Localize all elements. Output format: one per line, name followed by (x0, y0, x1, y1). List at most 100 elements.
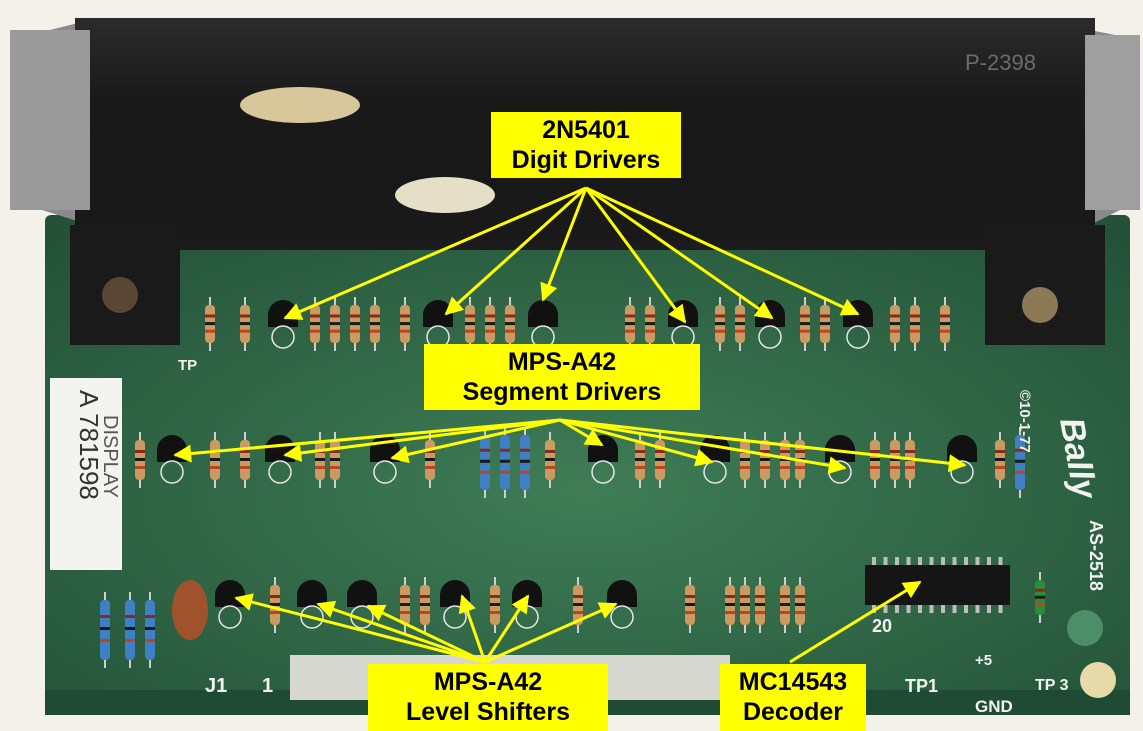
silk-pin20: 20 (872, 616, 892, 636)
resistor-band (870, 458, 880, 461)
resistor-band (485, 329, 495, 333)
resistor-band (625, 322, 635, 326)
resistor-band (910, 329, 920, 333)
resistor-band (240, 322, 250, 326)
resistor-band (910, 314, 920, 318)
resistor-band (480, 459, 490, 463)
resistor-band (465, 329, 475, 333)
resistor-band (205, 314, 215, 318)
ic-pin (952, 557, 957, 565)
resistor-band (740, 611, 750, 614)
resistor-band (795, 611, 805, 614)
callout-level-role: Level Shifters (406, 698, 570, 726)
resistor-band (780, 450, 790, 453)
resistor-band (425, 466, 435, 469)
silk-tp1: TP1 (905, 676, 938, 696)
ic-pin (987, 557, 991, 565)
resistor-band (995, 466, 1005, 469)
ic-pin (929, 557, 934, 565)
resistor-band (820, 329, 830, 333)
annotation-arrow (173, 418, 561, 463)
resistor-band (330, 458, 340, 461)
annotation-arrows (173, 186, 967, 664)
annotation-arrow (789, 580, 922, 664)
component-layer (100, 297, 1045, 668)
annotation-arrow (366, 604, 486, 664)
resistor-band (735, 322, 745, 326)
resistor-band (780, 595, 790, 598)
resistor-band (740, 466, 750, 469)
resistor-band (645, 322, 655, 326)
transistor (347, 580, 377, 607)
resistor-band (760, 450, 770, 453)
resistor-band (1015, 448, 1025, 452)
resistor-band (573, 595, 583, 598)
silk-j1: J1 (205, 675, 227, 697)
ic-pin (964, 605, 968, 613)
resistor-band (715, 322, 725, 326)
resistor-band (890, 458, 900, 461)
resistor-band (870, 466, 880, 469)
resistor-band (145, 615, 155, 618)
ic-pin (964, 557, 968, 565)
ic-pin (918, 557, 922, 565)
display-tube (10, 18, 1140, 345)
resistor-band (270, 611, 280, 614)
annotation-arrow (484, 602, 618, 664)
resistor-band (940, 329, 950, 333)
resistor-band (505, 322, 515, 326)
annotation-arrow (584, 187, 687, 324)
capacitor (172, 580, 208, 640)
decoder-ic (865, 557, 1010, 613)
resistor-band (400, 329, 410, 333)
resistor-band (145, 639, 155, 642)
resistor-band (330, 450, 340, 453)
resistor-band (780, 458, 790, 461)
annotation-arrow (559, 418, 967, 473)
resistor-band (330, 322, 340, 326)
resistor-band (870, 450, 880, 453)
resistor-band (995, 450, 1005, 453)
silk-pin1: 1 (262, 675, 273, 697)
ic-pin (906, 605, 911, 613)
annotation-arrow (559, 418, 847, 475)
resistor-band (1035, 602, 1045, 606)
resistor-band (940, 314, 950, 318)
resistor-band (725, 611, 735, 614)
resistor-band (890, 314, 900, 318)
resistor-band (135, 458, 145, 461)
resistor-band (500, 459, 510, 463)
transistor-outline (703, 460, 727, 484)
resistor-band (800, 322, 810, 326)
callout-digit-drivers: 2N5401 Digit Drivers (491, 112, 681, 178)
resistor-band (240, 450, 250, 453)
resistor-band (240, 458, 250, 461)
resistor-band (520, 470, 530, 474)
resistor-band (330, 466, 340, 469)
annotation-arrow (559, 418, 714, 467)
resistor-band (573, 603, 583, 606)
resistor-band (890, 329, 900, 333)
annotation-arrow (585, 186, 860, 316)
ic-pin (872, 557, 876, 565)
resistor-band (205, 329, 215, 333)
annotation-arrow (585, 186, 774, 320)
resistor-band (800, 314, 810, 318)
resistor-band (210, 458, 220, 461)
resistor-band (735, 329, 745, 333)
resistor-band (370, 322, 380, 326)
resistor-band (940, 322, 950, 326)
ic-pin (895, 605, 899, 613)
ic-pin (895, 557, 899, 565)
resistor-band (125, 627, 135, 630)
resistor-band (425, 458, 435, 461)
annotation-arrow (559, 418, 604, 447)
resistor-band (735, 314, 745, 318)
resistor-band (270, 595, 280, 598)
resistor-band (315, 466, 325, 469)
resistor-band (890, 450, 900, 453)
transistor (607, 580, 637, 607)
annotation-arrow (283, 418, 561, 462)
